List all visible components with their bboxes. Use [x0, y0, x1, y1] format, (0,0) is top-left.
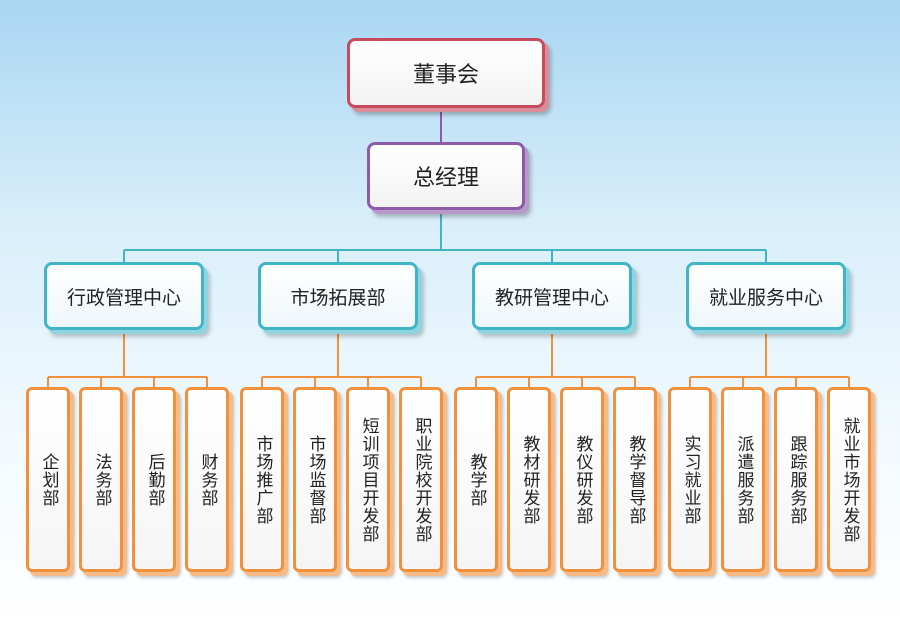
dept-label: 教仪研发部	[572, 434, 593, 525]
dept-label: 跟踪服务部	[786, 434, 807, 525]
dept-label: 市场监督部	[305, 434, 326, 525]
center-label: 市场拓展部	[290, 286, 386, 309]
dept-box: 教学部	[454, 387, 498, 572]
dept-box: 实习就业部	[668, 387, 712, 572]
center-box-employment: 就业服务中心	[686, 262, 846, 330]
center-box-market: 市场拓展部	[258, 262, 418, 330]
dept-label: 法务部	[91, 452, 112, 507]
dept-box: 后勤部	[132, 387, 176, 572]
dept-box: 教仪研发部	[560, 387, 604, 572]
dept-box: 市场推广部	[240, 387, 284, 572]
dept-label: 派遣服务部	[733, 434, 754, 525]
dept-label: 实习就业部	[680, 434, 701, 525]
dept-label: 短训项目开发部	[358, 416, 379, 543]
general-manager-label: 总经理	[412, 166, 479, 191]
dept-box: 市场监督部	[293, 387, 337, 572]
dept-box: 派遣服务部	[721, 387, 765, 572]
dept-box: 财务部	[185, 387, 229, 572]
center-box-research: 教研管理中心	[472, 262, 632, 330]
dept-box: 短训项目开发部	[346, 387, 390, 572]
dept-box: 教学督导部	[613, 387, 657, 572]
center-label: 教研管理中心	[494, 286, 609, 309]
dept-box: 教材研发部	[507, 387, 551, 572]
dept-box: 企划部	[26, 387, 70, 572]
dept-label: 教学部	[466, 452, 487, 507]
dept-label: 市场推广部	[252, 434, 273, 525]
dept-label: 教学督导部	[625, 434, 646, 525]
dept-box: 就业市场开发部	[827, 387, 871, 572]
dept-label: 后勤部	[144, 452, 165, 507]
dept-label: 就业市场开发部	[839, 416, 860, 543]
board-of-directors-box: 董事会	[347, 38, 545, 108]
dept-label: 职业院校开发部	[411, 416, 432, 543]
board-of-directors-label: 董事会	[412, 63, 479, 88]
dept-label: 教材研发部	[519, 434, 540, 525]
dept-label: 财务部	[197, 452, 218, 507]
dept-box: 职业院校开发部	[399, 387, 443, 572]
center-box-admin: 行政管理中心	[44, 262, 204, 330]
dept-label: 企划部	[38, 452, 59, 507]
dept-box: 跟踪服务部	[774, 387, 818, 572]
center-label: 行政管理中心	[66, 286, 181, 309]
dept-box: 法务部	[79, 387, 123, 572]
general-manager-box: 总经理	[367, 142, 525, 210]
center-label: 就业服务中心	[708, 286, 823, 309]
